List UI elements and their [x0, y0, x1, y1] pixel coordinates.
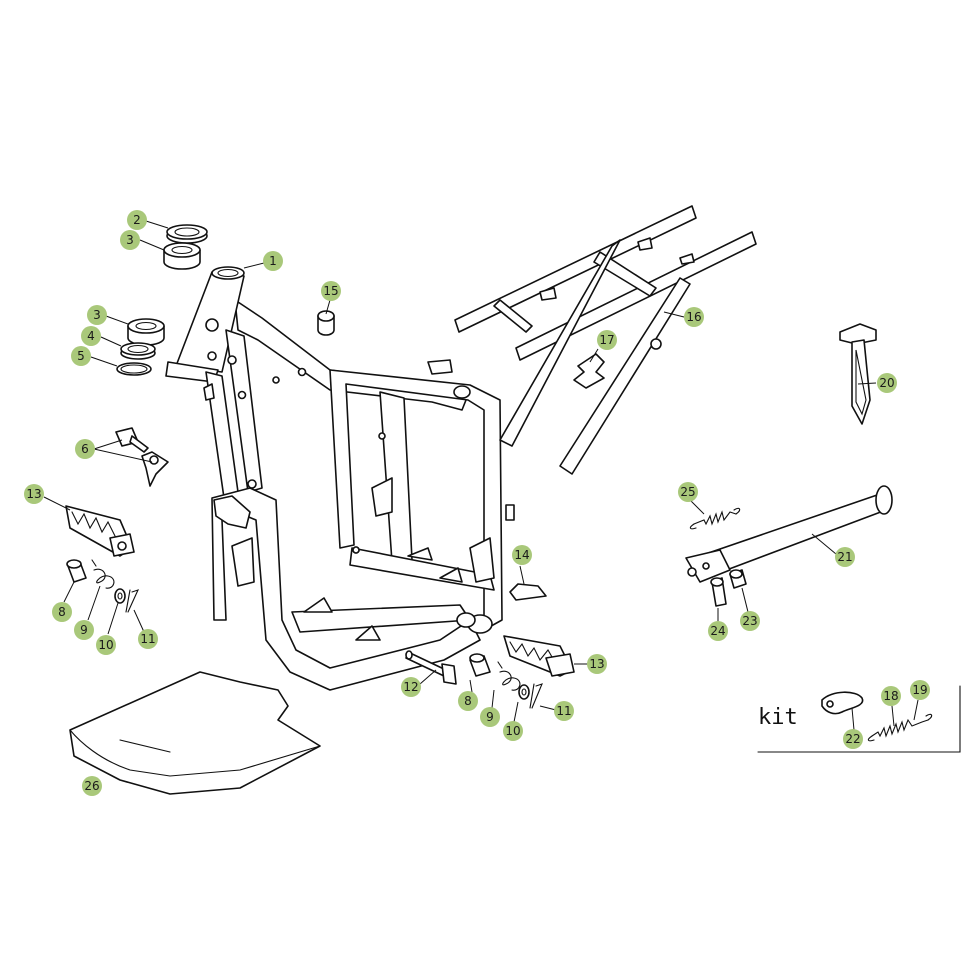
- callout-5: 5: [71, 346, 91, 366]
- cotter-pin-right: [529, 683, 543, 709]
- steering-lock: [115, 427, 169, 487]
- callout-9a: 9: [74, 620, 94, 640]
- stand-spring: [689, 507, 741, 530]
- lower-bearing: [127, 318, 165, 346]
- footpeg-spring-right: [497, 661, 521, 691]
- svg-text:14: 14: [514, 548, 529, 562]
- svg-text:10: 10: [98, 638, 113, 652]
- svg-text:15: 15: [323, 284, 338, 298]
- svg-text:19: 19: [912, 683, 927, 697]
- leader-lines: [43, 220, 919, 731]
- footpeg-pin-right: [469, 653, 491, 677]
- spacer-bushing: [317, 310, 335, 336]
- svg-text:1: 1: [269, 254, 277, 268]
- callout-9b: 9: [480, 707, 500, 727]
- rubber-pad: [509, 583, 547, 601]
- callout-6: 6: [75, 439, 95, 459]
- svg-text:18: 18: [883, 689, 898, 703]
- callout-23: 23: [740, 611, 760, 631]
- callout-15: 15: [321, 281, 341, 301]
- svg-text:22: 22: [845, 732, 860, 746]
- svg-text:2: 2: [133, 213, 141, 227]
- callout-4: 4: [81, 326, 101, 346]
- svg-text:10: 10: [505, 724, 520, 738]
- callout-25: 25: [678, 482, 698, 502]
- callout-3b: 3: [87, 305, 107, 325]
- callout-14: 14: [512, 545, 532, 565]
- washer-right: [518, 684, 530, 700]
- callout-8b: 8: [458, 691, 478, 711]
- svg-text:3: 3: [93, 308, 101, 322]
- cotter-pin-left: [125, 589, 140, 613]
- callout-2: 2: [127, 210, 147, 230]
- callout-22: 22: [843, 729, 863, 749]
- main-frame: [165, 266, 515, 691]
- svg-text:13: 13: [26, 487, 41, 501]
- footpeg-pin-left: [66, 559, 87, 583]
- upper-bearing: [163, 242, 201, 270]
- footpeg-left: [65, 505, 135, 557]
- svg-text:17: 17: [599, 333, 614, 347]
- svg-text:9: 9: [80, 623, 88, 637]
- callout-8a: 8: [52, 602, 72, 622]
- callout-3a: 3: [120, 230, 140, 250]
- bracket-clip: [573, 353, 605, 389]
- washer-left: [114, 588, 126, 604]
- callout-17: 17: [597, 330, 617, 350]
- callout-19: 19: [910, 680, 930, 700]
- svg-text:21: 21: [837, 550, 852, 564]
- svg-text:12: 12: [403, 680, 418, 694]
- tool-key: [839, 323, 877, 425]
- callout-13a: 13: [24, 484, 44, 504]
- lower-bearing-race: [120, 342, 156, 360]
- svg-text:4: 4: [87, 329, 95, 343]
- callout-16: 16: [684, 307, 704, 327]
- callout-26: 26: [82, 776, 102, 796]
- upper-bearing-race: [166, 224, 208, 244]
- side-stand: [685, 485, 893, 583]
- rear-subframe: [454, 205, 757, 475]
- svg-text:23: 23: [742, 614, 757, 628]
- stand-bolt-short: [729, 569, 747, 589]
- callout-20: 20: [877, 373, 897, 393]
- callout-1: 1: [263, 251, 283, 271]
- dust-seal-ring: [116, 362, 152, 376]
- svg-text:26: 26: [84, 779, 99, 793]
- svg-text:24: 24: [710, 624, 725, 638]
- callout-13b: 13: [587, 654, 607, 674]
- kit-box: kit: [757, 685, 961, 753]
- callout-badges: 1 2 3 3 4 5 6 8 8 9 9 10 10 11 11 12 13 …: [24, 210, 930, 796]
- svg-text:3: 3: [126, 233, 134, 247]
- svg-text:20: 20: [879, 376, 894, 390]
- callout-12: 12: [401, 677, 421, 697]
- svg-text:11: 11: [556, 704, 571, 718]
- callout-18: 18: [881, 686, 901, 706]
- svg-text:8: 8: [58, 605, 66, 619]
- svg-text:11: 11: [140, 632, 155, 646]
- callout-24: 24: [708, 621, 728, 641]
- skid-plate: [69, 671, 321, 795]
- svg-text:16: 16: [686, 310, 701, 324]
- callout-10b: 10: [503, 721, 523, 741]
- footpeg-spring-left: [91, 559, 115, 589]
- callout-21: 21: [835, 547, 855, 567]
- callout-11b: 11: [554, 701, 574, 721]
- svg-text:5: 5: [77, 349, 85, 363]
- svg-text:8: 8: [464, 694, 472, 708]
- svg-text:25: 25: [680, 485, 695, 499]
- svg-text:13: 13: [589, 657, 604, 671]
- callout-10a: 10: [96, 635, 116, 655]
- kit-label: kit: [758, 705, 798, 730]
- callout-11a: 11: [138, 629, 158, 649]
- svg-text:9: 9: [486, 710, 494, 724]
- footpeg-right: [503, 635, 575, 677]
- stand-bolt-long: [710, 577, 727, 607]
- svg-text:6: 6: [81, 442, 89, 456]
